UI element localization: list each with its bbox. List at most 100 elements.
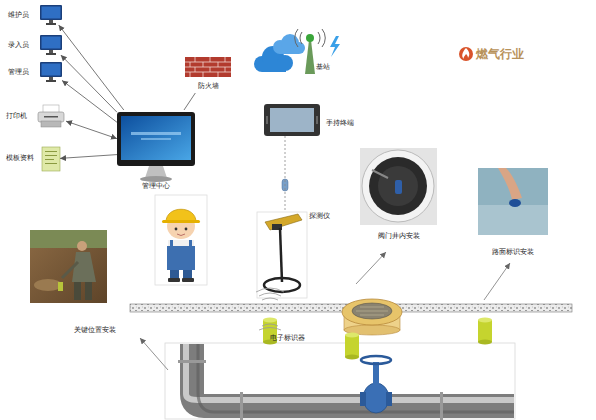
leader-arrow <box>484 263 510 300</box>
node-label: 录入员 <box>8 41 38 50</box>
firewall-icon <box>185 57 231 77</box>
worker-cartoon <box>177 234 185 236</box>
detector-icon <box>257 212 307 298</box>
manhole-symbol <box>342 299 402 335</box>
leader-arrow <box>140 252 510 370</box>
road-marker-photo <box>478 168 548 235</box>
connector-line <box>59 25 124 110</box>
monitor-icon <box>42 64 61 76</box>
leader-arrow <box>140 338 168 370</box>
marker-cylinder <box>345 333 359 338</box>
monitor-icon <box>40 62 62 82</box>
monitor-icon <box>46 80 56 82</box>
node-label: 手持终端 <box>326 119 360 128</box>
connector-line <box>66 121 117 138</box>
signal-waves <box>262 298 278 300</box>
road-marker-photo <box>498 168 522 200</box>
printer-icon <box>44 116 58 118</box>
connector-line <box>60 155 117 159</box>
monitor-icon <box>40 35 62 50</box>
road-marker-photo <box>478 168 548 235</box>
worker-cartoon <box>189 240 192 248</box>
valve-pit-photo <box>360 148 437 225</box>
printer-icon <box>38 112 64 122</box>
manhole-symbol <box>352 303 392 319</box>
icon-node: 打印机 <box>36 104 66 128</box>
gas-pipe <box>240 392 243 420</box>
signal-waves <box>259 328 281 331</box>
firewall-icon <box>185 57 231 77</box>
firewall-icon <box>185 57 231 77</box>
worker-cartoon <box>162 220 200 223</box>
base-station-icon <box>305 40 315 74</box>
computer-monitor <box>117 112 195 182</box>
marker-cylinder <box>345 333 359 360</box>
icon-node: 基站 <box>252 28 344 78</box>
handheld-terminal <box>266 116 268 124</box>
worker-cartoon <box>168 278 180 282</box>
base-station-icon <box>330 36 340 57</box>
node-label: 基站 <box>316 63 342 72</box>
pipe-frame <box>165 343 515 419</box>
valve-symbol <box>363 383 389 413</box>
signal-waves <box>256 288 284 330</box>
cloud-icon <box>280 47 299 54</box>
valve-symbol <box>361 356 391 364</box>
valve-symbol <box>373 362 379 386</box>
monitor-icon <box>40 5 62 25</box>
valve-pit-photo <box>362 150 434 222</box>
printer-icon <box>41 121 61 127</box>
manhole-symbol <box>356 307 388 315</box>
base-station-icon <box>306 34 314 42</box>
connector-line <box>61 55 117 112</box>
node-label: 探测仪 <box>309 212 339 221</box>
marker-cylinder <box>478 318 492 323</box>
icon-node: 管理中心 <box>117 110 195 194</box>
monitor-icon <box>49 77 53 80</box>
site-photo <box>30 230 107 303</box>
component-label: 电子标识器 <box>270 334 314 343</box>
document-icon <box>42 147 60 171</box>
node-label: 管理员 <box>8 68 38 77</box>
worker-cartoon <box>185 228 188 231</box>
valve-symbol <box>386 392 392 406</box>
printer-icon <box>38 105 64 127</box>
document-icon <box>45 159 54 160</box>
monitor-icon <box>42 37 61 49</box>
worker-cartoon <box>155 195 207 285</box>
node-label: 路面标识安装 <box>476 248 550 257</box>
signal-waves <box>256 288 284 292</box>
site-photo <box>85 282 92 300</box>
monitor-icon <box>46 53 56 55</box>
icon-node: 维护员 <box>40 5 62 25</box>
monitor-icon <box>49 20 53 23</box>
site-photo <box>77 241 87 251</box>
marker-cylinder <box>478 318 492 345</box>
computer-monitor <box>131 132 181 135</box>
monitor-icon <box>46 23 56 25</box>
document-icon <box>45 155 57 156</box>
computer-monitor <box>121 116 191 160</box>
marker-cylinder <box>345 335 359 357</box>
computer-monitor <box>140 176 172 182</box>
road-marker-photo <box>478 205 548 235</box>
valve-pit-photo <box>369 157 427 215</box>
site-photo <box>34 279 62 291</box>
document-icon <box>45 151 57 152</box>
site-photo <box>30 230 107 303</box>
detector-icon <box>257 212 307 298</box>
marker-cylinder <box>478 340 492 345</box>
icon-node: 防火墙 <box>184 55 232 93</box>
site-photo <box>58 282 63 291</box>
cloud-icon <box>254 34 305 72</box>
valve-symbol <box>360 392 366 406</box>
monitor-icon <box>40 62 62 77</box>
detector-icon <box>264 278 300 292</box>
node-label: 打印机 <box>6 112 34 121</box>
monitor-icon <box>42 7 61 19</box>
valve-symbol <box>360 356 392 413</box>
